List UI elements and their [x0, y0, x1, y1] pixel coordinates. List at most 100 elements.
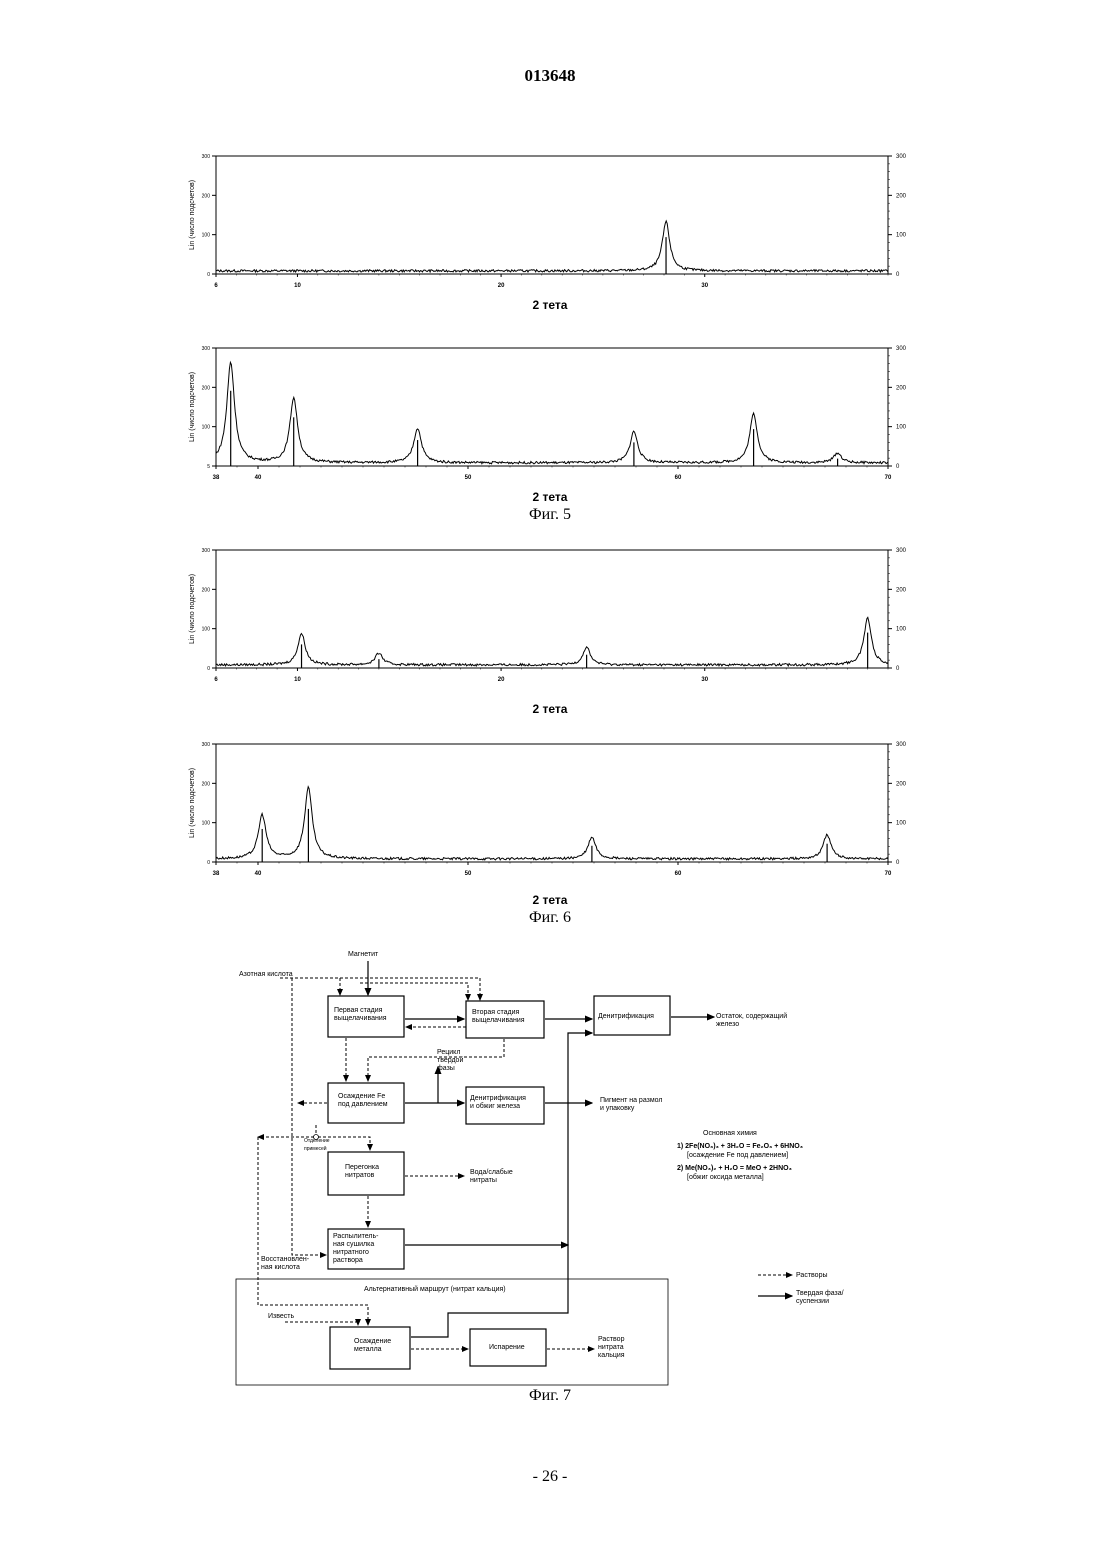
- svg-text:Основная химия: Основная химия: [703, 1130, 757, 1137]
- box-leach1: Первая стадиявыщелачивания: [328, 996, 404, 1037]
- y-tick-label: 300: [202, 742, 211, 748]
- y-tick-label-right: 100: [896, 627, 907, 633]
- label-solids-recycle: Рециклтвердойфазы: [437, 1049, 463, 1072]
- x-tick-label: 20: [498, 283, 505, 289]
- box-leach2: Вторая стадиявыщелачивания: [466, 1001, 544, 1038]
- plot-frame: [216, 744, 888, 862]
- y-axis-label: Lin (число подсчетов): [189, 574, 196, 644]
- y-tick-label-right: 0: [896, 464, 900, 470]
- label-ca-nitrate: Растворнитратакальция: [598, 1336, 625, 1359]
- chart-4-xlabel: 2 тета: [0, 893, 1100, 907]
- box-evaporation: Испарение: [470, 1329, 546, 1366]
- svg-text:Вторая стадиявыщелачивания: Вторая стадиявыщелачивания: [472, 1009, 525, 1024]
- box-nitrate-dist: Перегонканитратов: [328, 1152, 404, 1195]
- svg-text:Перегонканитратов: Перегонканитратов: [345, 1164, 379, 1179]
- xrd-chart-1: 001001002002003003006102030Lin (число по…: [180, 148, 920, 298]
- x-tick-label: 50: [465, 475, 472, 481]
- y-tick-label: 200: [202, 193, 211, 199]
- y-tick-label: 300: [202, 548, 211, 554]
- x-tick-label: 40: [255, 871, 262, 877]
- input-nitric-acid: Азотная кислота: [239, 971, 293, 978]
- svg-text:2) Me(NO₃)₂ + H₂O = MeO + 2HNO: 2) Me(NO₃)₂ + H₂O = MeO + 2HNO₃: [677, 1165, 792, 1172]
- x-tick-label: 60: [675, 871, 682, 877]
- x-tick-label: 20: [498, 677, 505, 683]
- alt-route-frame: [236, 1279, 668, 1385]
- svg-text:[обжиг оксида металла]: [обжиг оксида металла]: [687, 1173, 764, 1181]
- y-tick-label: 0: [207, 860, 210, 866]
- label-impurity-sep: Отделениепримесей: [304, 1138, 330, 1152]
- y-tick-label: 200: [202, 587, 211, 593]
- input-recycled-acid: Восстановлен-ная кислота: [261, 1256, 310, 1271]
- x-tick-label: 30: [701, 677, 708, 683]
- y-tick-label-right: 0: [896, 272, 900, 278]
- svg-text:[осаждение Fe под давлением]: [осаждение Fe под давлением]: [687, 1152, 788, 1159]
- svg-text:1) 2Fe(NO₃)₃ + 3H₂O = Fe₂O₃ +: 1) 2Fe(NO₃)₃ + 3H₂O = Fe₂O₃ + 6HNO₃: [677, 1143, 803, 1150]
- y-tick-label: 100: [202, 233, 211, 239]
- figure-7-caption: Фиг. 7: [0, 1387, 1100, 1405]
- y-tick-label: 100: [202, 425, 211, 431]
- y-tick-label: 5: [207, 464, 210, 470]
- chart-3-xlabel: 2 тета: [0, 702, 1100, 716]
- y-tick-label-right: 200: [896, 781, 907, 787]
- y-axis-label: Lin (число подсчетов): [189, 180, 196, 250]
- y-axis-label: Lin (число подсчетов): [189, 372, 196, 442]
- label-alt-route: Альтернативный маршрут (нитрат кальция): [364, 1285, 506, 1293]
- box-fe-precip: Осаждение Feпод давлением: [328, 1083, 404, 1123]
- y-axis-label: Lin (число подсчетов): [189, 768, 196, 838]
- input-lime: Известь: [268, 1313, 294, 1320]
- y-tick-label-right: 100: [896, 425, 907, 431]
- y-tick-label: 300: [202, 346, 211, 352]
- x-tick-label: 38: [213, 871, 220, 877]
- figure-5-caption: Фиг. 5: [0, 506, 1100, 524]
- y-tick-label: 100: [202, 821, 211, 827]
- y-tick-label: 200: [202, 385, 211, 391]
- y-tick-label-right: 100: [896, 821, 907, 827]
- y-tick-label: 100: [202, 627, 211, 633]
- process-flowchart: Первая стадиявыщелачивания Вторая стадия…: [230, 945, 870, 1390]
- label-water: Вода/слабыенитраты: [470, 1168, 513, 1184]
- x-tick-label: 60: [675, 475, 682, 481]
- patent-number: 013648: [0, 66, 1100, 86]
- figure-6-caption: Фиг. 6: [0, 909, 1100, 927]
- input-magnetite: Магнетит: [348, 951, 379, 958]
- box-denit: Денитрификация: [594, 996, 670, 1035]
- svg-text:Первая стадиявыщелачивания: Первая стадиявыщелачивания: [334, 1007, 387, 1022]
- y-tick-label-right: 300: [896, 742, 907, 748]
- y-tick-label-right: 300: [896, 346, 907, 352]
- diffraction-line: [216, 617, 888, 666]
- xrd-chart-4: 0 0 100 100 200 200 300 300 38 40 50 60 70 Lin (число…: [180, 736, 920, 886]
- y-tick-label-right: 200: [896, 385, 907, 391]
- y-tick-label: 0: [207, 272, 210, 278]
- x-tick-label: 6: [214, 283, 218, 289]
- svg-text:Денитрификацияи обжиг железа: Денитрификацияи обжиг железа: [470, 1095, 526, 1110]
- x-tick-label: 70: [885, 475, 892, 481]
- svg-text:Испарение: Испарение: [489, 1344, 525, 1351]
- box-denit-calc: Денитрификацияи обжиг железа: [466, 1087, 544, 1124]
- x-tick-label: 70: [885, 871, 892, 877]
- x-tick-label: 10: [294, 283, 301, 289]
- chart-2-xlabel: 2 тета: [0, 490, 1100, 504]
- x-tick-label: 40: [255, 475, 262, 481]
- y-tick-label-right: 200: [896, 193, 907, 199]
- y-tick-label-right: 100: [896, 233, 907, 239]
- svg-text:Растворы: Растворы: [796, 1272, 828, 1279]
- diffraction-line: [216, 787, 888, 860]
- y-tick-label-right: 300: [896, 548, 907, 554]
- label-iron-residue: Остаток, содержащийжелезо: [716, 1012, 787, 1028]
- x-tick-label: 30: [701, 283, 708, 289]
- x-tick-label: 50: [465, 871, 472, 877]
- x-tick-label: 10: [294, 677, 301, 683]
- xrd-chart-3: 001001002002003003006102030Lin (число по…: [180, 542, 920, 692]
- label-pigment: Пигмент на размоли упаковку: [600, 1097, 662, 1112]
- plot-frame: [216, 550, 888, 668]
- y-tick-label: 0: [207, 666, 210, 672]
- x-tick-label: 38: [213, 475, 220, 481]
- x-tick-label: 6: [214, 677, 218, 683]
- y-tick-label-right: 0: [896, 860, 900, 866]
- y-tick-label: 200: [202, 781, 211, 787]
- plot-frame: [216, 156, 888, 274]
- svg-text:Денитрификация: Денитрификация: [598, 1013, 654, 1020]
- svg-text:Осаждение Feпод давлением: Осаждение Feпод давлением: [338, 1093, 388, 1108]
- page-number: - 26 -: [0, 1468, 1100, 1486]
- diffraction-line: [216, 221, 888, 272]
